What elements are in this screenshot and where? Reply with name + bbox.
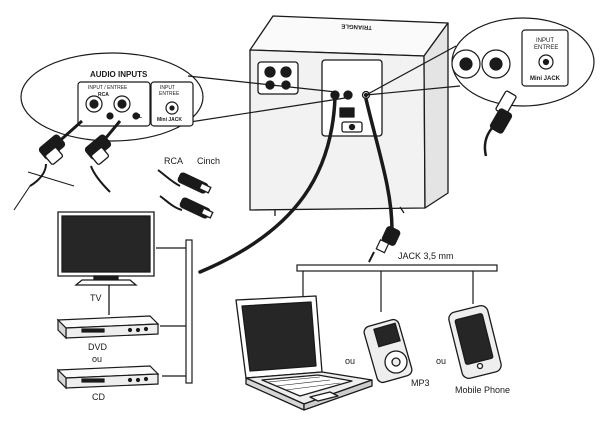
tv-label: TV — [90, 293, 102, 303]
cinch-label: Cinch — [197, 156, 220, 166]
ou-label-3: ou — [436, 356, 446, 366]
laptop-icon — [235, 295, 373, 411]
ou-label-2: ou — [345, 356, 355, 366]
l-mark: L — [139, 114, 142, 120]
jack-35-plug — [368, 226, 401, 263]
cd-player-icon — [56, 365, 160, 390]
rca-small-label: RCA — [98, 92, 109, 98]
mobile-phone-icon — [448, 305, 502, 379]
entree-label: ENTREE — [159, 91, 180, 97]
ou-label-1: ou — [92, 354, 102, 364]
rca-label: RCA — [164, 156, 183, 166]
mobile-devices-bracket — [296, 264, 498, 312]
mp3-player-icon — [363, 318, 413, 384]
mobile-phone-label: Mobile Phone — [455, 385, 510, 395]
input-label: INPUT — [160, 85, 175, 91]
cd-label: CD — [92, 392, 105, 402]
mp3-label: MP3 — [411, 378, 430, 388]
mini-jack-plug-icon — [483, 90, 517, 157]
jack-label: JACK 3,5 mm — [398, 251, 454, 261]
right-mini-jack-label: Mini JACK — [530, 76, 561, 82]
audio-inputs-title: AUDIO INPUTS — [90, 70, 148, 79]
mini-jack-callout — [365, 17, 595, 107]
speaker-icon — [249, 15, 449, 216]
dvd-label: DVD — [88, 342, 108, 352]
audio-inputs-callout — [20, 52, 346, 142]
home-devices-bracket — [156, 239, 193, 384]
mini-jack-label: Mini JACK — [157, 117, 182, 123]
rca-cinch-plugs — [157, 169, 214, 219]
dvd-player-icon — [56, 315, 160, 340]
right-input-label: INPUT — [536, 38, 554, 44]
r-mark: R — [108, 114, 112, 120]
tv-icon — [57, 211, 155, 315]
input-entree-rca-label: INPUT / ENTREE — [88, 85, 128, 91]
brand-label: TRIANGLE — [341, 22, 372, 30]
right-entree-label: ENTREE — [534, 45, 558, 51]
rca-plug-icon — [13, 119, 122, 211]
speaker-cables — [198, 96, 394, 274]
